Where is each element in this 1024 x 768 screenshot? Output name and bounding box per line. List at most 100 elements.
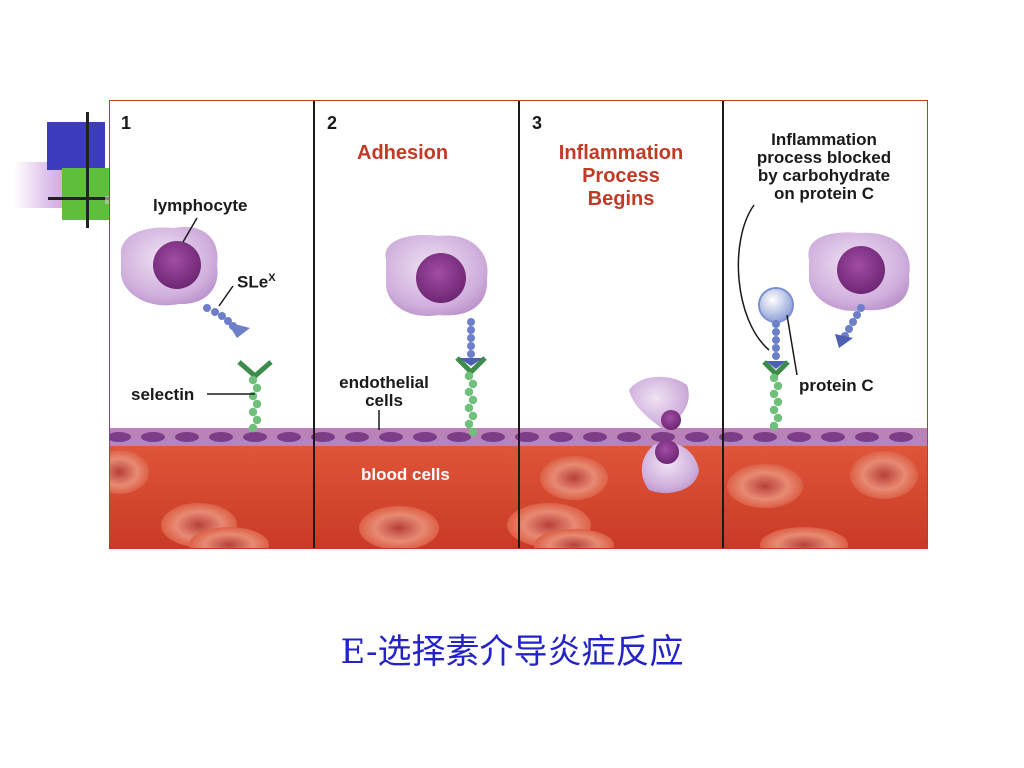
- selectin-receptor: [455, 356, 487, 376]
- slex-bead: [467, 318, 475, 326]
- slex-arrowhead: [227, 322, 250, 338]
- selectin-bead: [468, 379, 478, 389]
- lymphocyte-label: lymphocyte: [153, 196, 248, 215]
- selectin-bead: [252, 399, 262, 409]
- slide-caption: E-选择素介导炎症反应: [340, 632, 684, 672]
- selectin-bead: [769, 373, 779, 383]
- endothelial-cell-row: [109, 432, 913, 442]
- selectin-bead: [769, 405, 779, 415]
- decor-vertical-line: [86, 112, 89, 228]
- slex-bead: [772, 328, 780, 336]
- selectin-receptor: [237, 360, 273, 380]
- endothelial-label-line: endothelial: [339, 373, 429, 392]
- endothelial-label-line: cells: [365, 391, 403, 410]
- slex-bead: [849, 318, 857, 326]
- red-blood-cell: [850, 451, 918, 499]
- endothelial-cell-nucleus: [413, 432, 437, 442]
- slex-bead: [857, 304, 865, 312]
- slex-arrowhead: [459, 358, 483, 366]
- selectin-bead: [773, 413, 783, 423]
- panel-4-heading: Inflammation process blocked by carbohyd…: [739, 131, 909, 203]
- selectin-bead: [252, 415, 262, 425]
- lymphocyte-leader-line: [182, 217, 198, 243]
- slex-bead: [772, 344, 780, 352]
- panel-3-number: 3: [532, 113, 543, 133]
- protein-c-carbohydrate-chain: [772, 320, 780, 360]
- red-blood-cell: [109, 450, 149, 494]
- selectin-bead: [773, 381, 783, 391]
- selectin-label: selectin: [131, 385, 195, 404]
- endothelial-cell-nucleus: [209, 432, 233, 442]
- selectin-stalk-panel-2: [464, 371, 478, 437]
- red-blood-cell: [189, 527, 269, 549]
- migrating-lymphocyte: [629, 376, 699, 494]
- migrating-nucleus-upper: [661, 410, 681, 430]
- selectin-panel-1: [237, 360, 273, 380]
- endothelial-cell-nucleus: [243, 432, 267, 442]
- panel-4-heading-line: process blocked: [756, 148, 892, 167]
- panel-4-heading-line: Inflammation: [771, 130, 877, 149]
- selectin-bead: [468, 411, 478, 421]
- lymphocyte-nucleus: [153, 241, 201, 289]
- decor-horizontal-line: [48, 197, 110, 200]
- endothelial-cell-nucleus: [481, 432, 505, 442]
- selectin-bead: [248, 423, 258, 433]
- lymphocyte-nucleus: [837, 246, 885, 294]
- endothelial-cell-nucleus: [109, 432, 131, 442]
- endothelial-cell-nucleus: [753, 432, 777, 442]
- endothelial-cell-nucleus: [889, 432, 913, 442]
- endothelial-cell-nucleus: [617, 432, 641, 442]
- selectin-bead: [464, 403, 474, 413]
- slex-label-superscript: X: [268, 272, 276, 284]
- selectin-stalk-panel-4: [769, 373, 783, 431]
- slex-leader-line: [218, 285, 234, 307]
- endothelial-cell-nucleus: [141, 432, 165, 442]
- endothelial-cell-nucleus: [515, 432, 539, 442]
- endothelial-cell-nucleus: [447, 432, 471, 442]
- endothelial-cell-nucleus: [855, 432, 879, 442]
- endothelial-cell-nucleus: [821, 432, 845, 442]
- endothelial-cell-nucleus: [549, 432, 573, 442]
- slex-bead: [853, 311, 861, 319]
- red-blood-cell: [534, 529, 614, 549]
- red-blood-cell: [760, 527, 848, 549]
- red-blood-cell: [359, 506, 439, 549]
- protein-c-leader-line: [786, 314, 798, 376]
- endothelial-cell-nucleus: [277, 432, 301, 442]
- panel-1-number: 1: [121, 113, 132, 133]
- selectin-receptor: [762, 360, 790, 378]
- figure-border: [109, 100, 928, 549]
- panel-2-number: 2: [327, 113, 338, 133]
- inflammation-diagram: 1 2 3 Adhesion Inflammation Process Begi…: [109, 100, 928, 549]
- endothelial-cell-nucleus: [379, 432, 403, 442]
- selectin-bead: [468, 427, 478, 437]
- slex-chain-panel-4: [835, 304, 865, 348]
- slex-bead: [467, 350, 475, 358]
- selectin-bead: [769, 389, 779, 399]
- endothelial-cell-nucleus: [685, 432, 709, 442]
- lymphocyte-cell-panel-1: [120, 226, 218, 306]
- endothelial-cell-nucleus: [345, 432, 369, 442]
- panel-2-heading: Adhesion: [357, 142, 449, 164]
- red-blood-cells: [109, 450, 918, 549]
- lymphocyte-cell-panel-2: [385, 235, 488, 316]
- panel-3-heading: Inflammation Process Begins: [541, 142, 701, 211]
- decor-blue-square: [47, 122, 105, 170]
- red-blood-cell: [540, 456, 608, 500]
- slex-bead: [467, 342, 475, 350]
- slex-bead: [772, 352, 780, 360]
- slex-bead: [467, 334, 475, 342]
- slex-bead: [772, 320, 780, 328]
- selectin-bead: [468, 395, 478, 405]
- selectin-bead: [464, 387, 474, 397]
- slex-label: SLeX: [237, 272, 276, 293]
- lymphocyte-cell-panel-4: [808, 232, 910, 311]
- lymphocyte-nucleus: [416, 253, 466, 303]
- selectin-bead: [248, 407, 258, 417]
- selectin-bead: [773, 397, 783, 407]
- endothelial-cell-nucleus: [719, 432, 743, 442]
- panel-3-heading-line: Process: [582, 165, 660, 187]
- endothelial-cell-nucleus: [583, 432, 607, 442]
- slex-bead: [467, 326, 475, 334]
- selectin-bead: [464, 371, 474, 381]
